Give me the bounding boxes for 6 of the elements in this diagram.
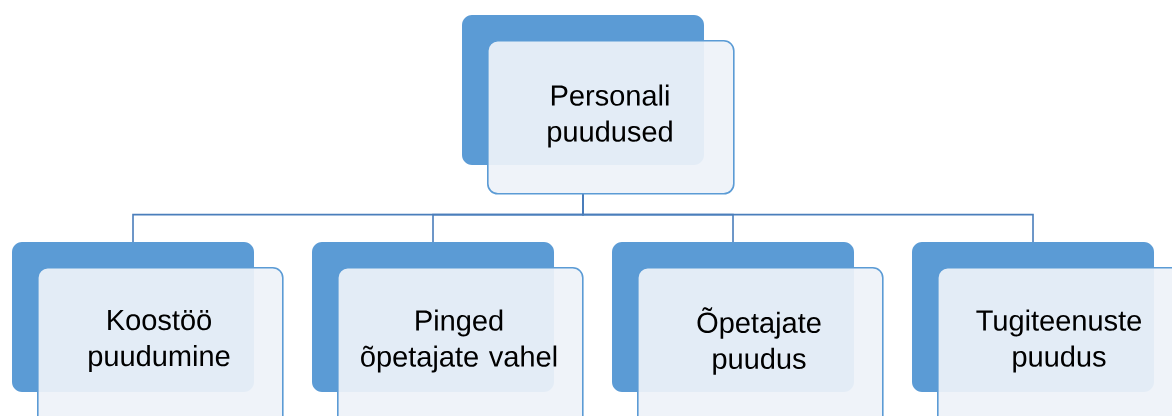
org-chart-box: Pinged õpetajate vahel [312,242,584,416]
org-chart-box: Personali puudused [462,15,735,195]
org-chart-box: Tugiteenuste puudus [912,242,1172,416]
connector-line [582,193,1034,243]
org-chart-box: Õpetajate puudus [612,242,884,416]
org-chart-box: Koostöö puudumine [12,242,284,416]
